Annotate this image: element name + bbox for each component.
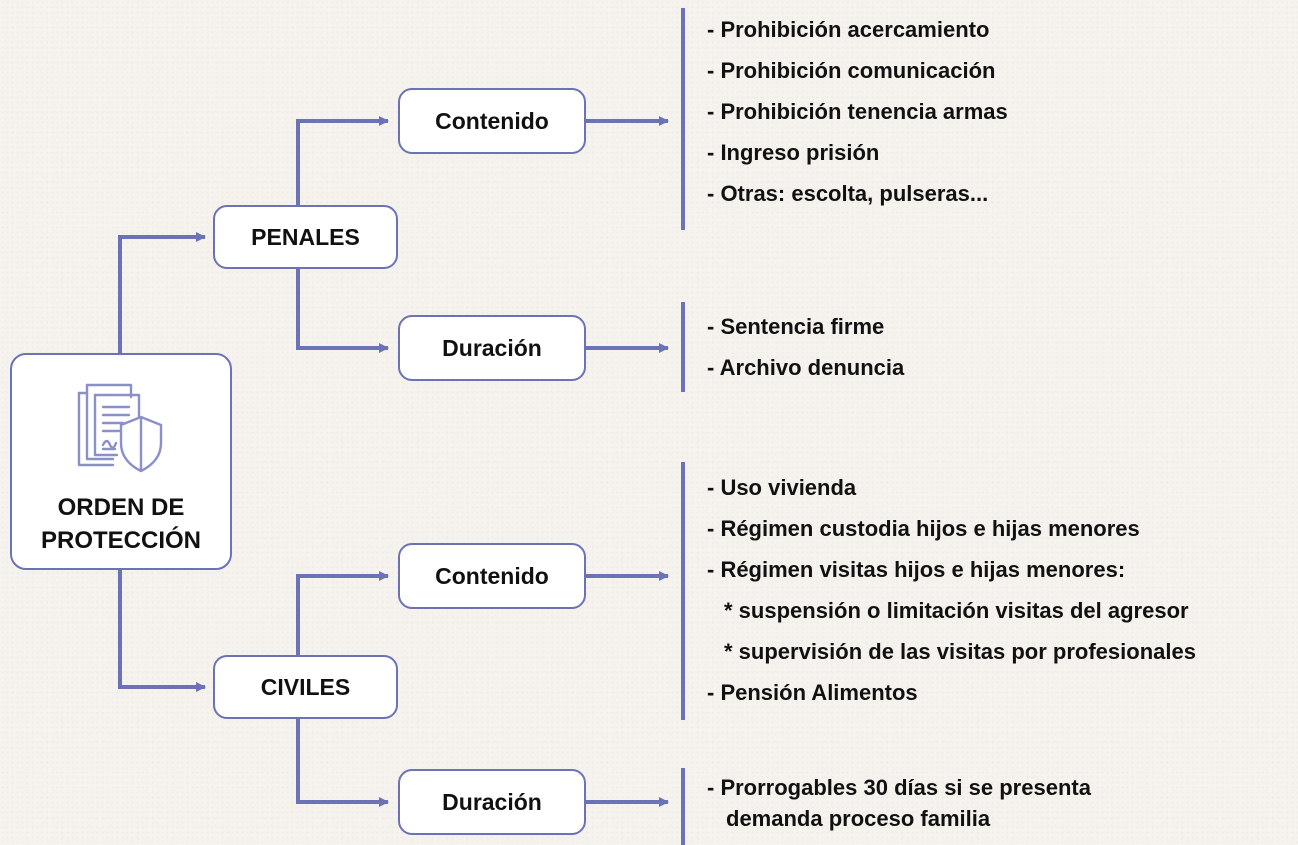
penales-contenido-box: Contenido <box>398 88 586 154</box>
list-item: - Uso vivienda <box>707 475 857 500</box>
list-item: - Prohibición tenencia armas <box>707 99 1008 124</box>
connector-civiles-duracion <box>296 718 389 807</box>
document-shield-icon <box>73 377 169 481</box>
list-item: - Prorrogables 30 días si se presenta <box>707 775 1091 800</box>
list-item: - Otras: escolta, pulseras... <box>707 181 989 206</box>
civiles-box: CIVILES <box>213 655 398 719</box>
civiles-label: CIVILES <box>260 673 351 700</box>
civiles-contenido-label: Contenido <box>435 562 549 589</box>
root-title-line2: PROTECCIÓN <box>40 527 201 554</box>
connector-penales-contenido <box>296 116 389 205</box>
root-box: ORDEN DE PROTECCIÓN <box>10 353 232 570</box>
penales-box: PENALES <box>213 205 398 269</box>
root-title: ORDEN DE PROTECCIÓN <box>41 491 201 557</box>
penales-duracion-list: - Sentencia firme - Archivo denuncia <box>707 306 904 388</box>
connector-civiles-contenido <box>296 571 389 655</box>
penales-duracion-box: Duración <box>398 315 586 381</box>
connector-root-civiles <box>118 570 206 692</box>
list-item: - Pensión Alimentos <box>707 680 918 705</box>
penales-contenido-label: Contenido <box>435 107 549 134</box>
civiles-contenido-box: Contenido <box>398 543 586 609</box>
civiles-duracion-box: Duración <box>398 769 586 835</box>
list-item: - Prohibición acercamiento <box>707 17 990 42</box>
connector-penales-duracion <box>296 268 389 353</box>
penales-contenido-list: - Prohibición acercamiento - Prohibición… <box>707 9 1008 214</box>
penales-duracion-label: Duración <box>442 334 542 361</box>
list-item-continuation: demanda proceso familia <box>726 806 991 831</box>
civiles-contenido-list: - Uso vivienda - Régimen custodia hijos … <box>707 467 1196 713</box>
civiles-duracion-label: Duración <box>442 788 542 815</box>
root-title-line1: ORDEN DE <box>57 494 185 521</box>
list-item: - Ingreso prisión <box>707 140 880 165</box>
list-item: - Régimen visitas hijos e hijas menores: <box>707 557 1126 582</box>
penales-label: PENALES <box>251 223 360 250</box>
list-item: - Archivo denuncia <box>707 355 905 380</box>
civiles-duracion-list: - Prorrogables 30 días si se presenta de… <box>707 772 1091 834</box>
list-item: - Prohibición comunicación <box>707 58 996 83</box>
list-subitem: * supervisión de las visitas por profesi… <box>724 639 1196 664</box>
connector-root-penales <box>118 232 206 353</box>
list-item: - Régimen custodia hijos e hijas menores <box>707 516 1140 541</box>
list-subitem: * suspensión o limitación visitas del ag… <box>724 598 1189 623</box>
list-item: - Sentencia firme <box>707 314 885 339</box>
